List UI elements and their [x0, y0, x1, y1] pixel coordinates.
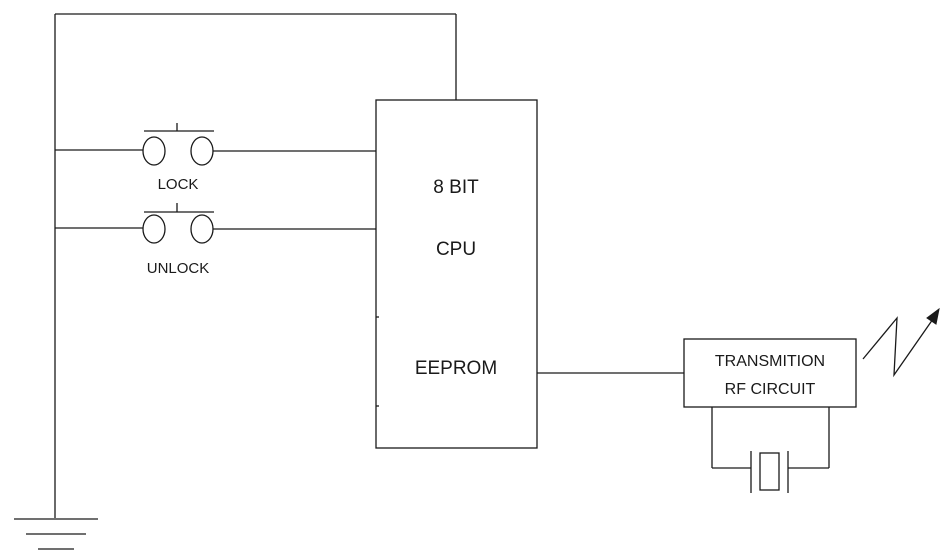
lock-switch: [55, 123, 376, 165]
rf-label-line1: TRANSMITION: [715, 353, 825, 370]
lock-label: LOCK: [158, 176, 199, 193]
cpu-label-line2: CPU: [436, 239, 476, 260]
unlock-label: UNLOCK: [147, 260, 210, 277]
rf-label-line2: RF CIRCUIT: [725, 381, 816, 398]
unlock-contact-right: [191, 215, 213, 243]
transmit-arrow-icon: [863, 309, 939, 375]
unlock-contact-left: [143, 215, 165, 243]
ground-symbol: [14, 519, 98, 549]
eeprom-label: EEPROM: [415, 358, 497, 379]
cpu-label-line1: 8 BIT: [433, 177, 479, 198]
unlock-switch: [55, 203, 376, 243]
lock-contact-right: [191, 137, 213, 165]
lock-contact-left: [143, 137, 165, 165]
cpu-block: [376, 100, 537, 448]
crystal-oscillator: [712, 407, 829, 493]
